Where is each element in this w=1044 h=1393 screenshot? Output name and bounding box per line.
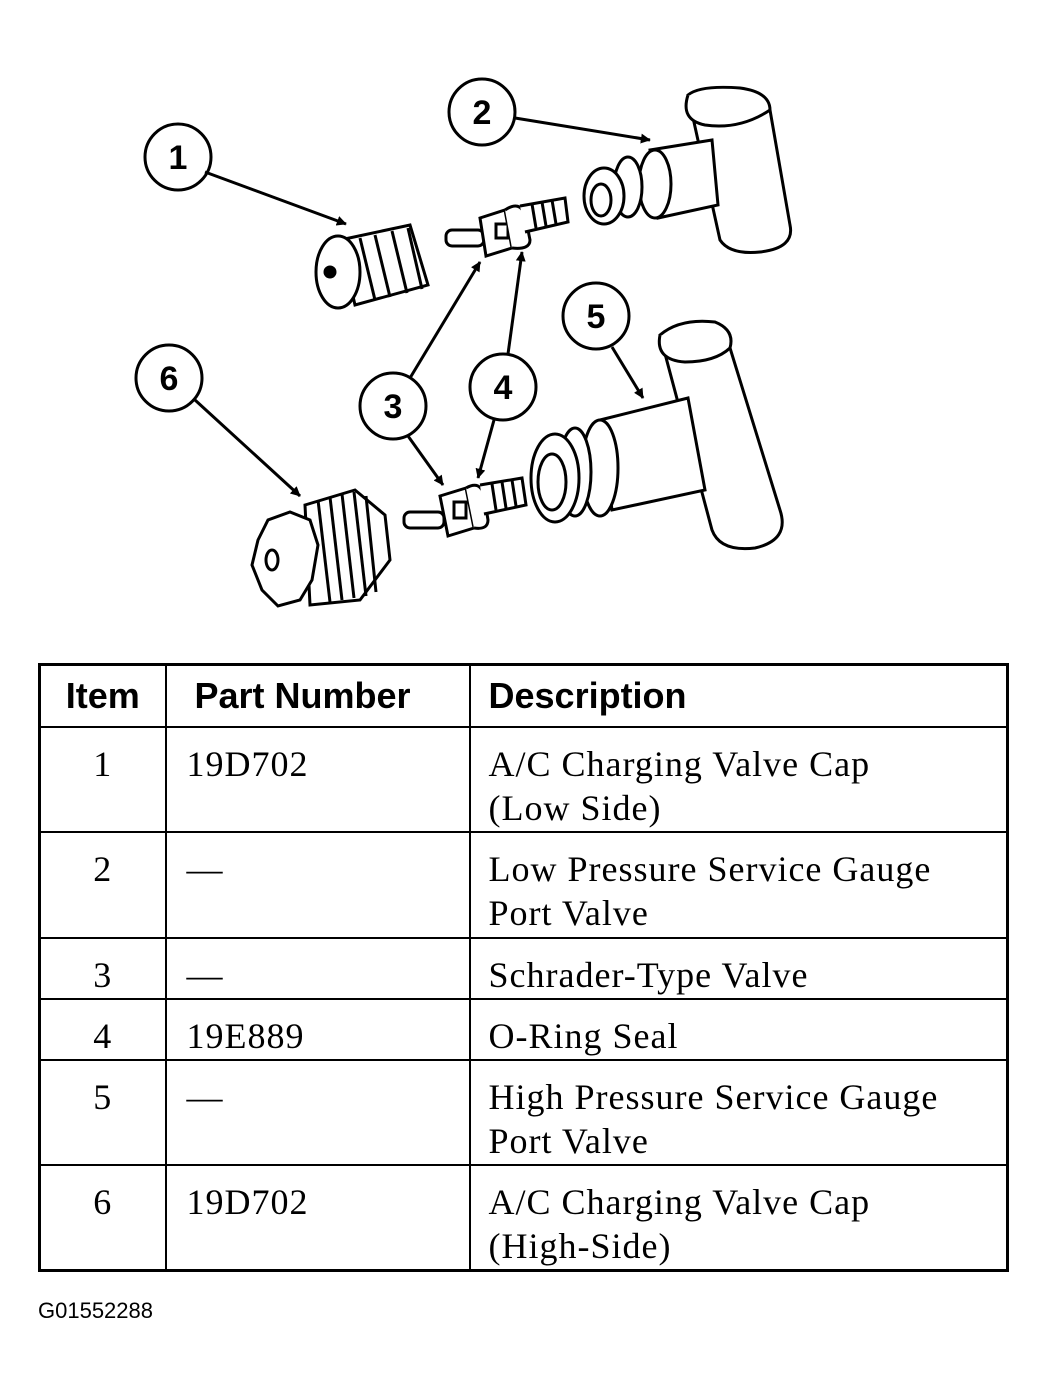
schrader-valve-bottom-drawing xyxy=(402,476,528,538)
row-item: 1 xyxy=(38,725,167,834)
row-description: O-Ring Seal xyxy=(468,997,1009,1061)
row-item: 6 xyxy=(38,1164,167,1272)
row-description: Low Pressure Service Gauge Port Valve xyxy=(468,831,1009,939)
table-row: 3 — Schrader-Type Valve xyxy=(38,936,1009,1000)
figure-code: G01552288 xyxy=(38,1298,153,1323)
schrader-valve-top-drawing xyxy=(444,196,570,258)
description-line: (High-Side) xyxy=(488,1226,672,1267)
description-line: A/C Charging Valve Cap xyxy=(488,1182,871,1223)
header-part-number: Part Number xyxy=(164,663,471,728)
callout-1-label: 1 xyxy=(169,139,188,177)
callout-4-label: 4 xyxy=(494,369,513,407)
row-description: Schrader-Type Valve xyxy=(468,936,1009,1000)
row-part-number: 19D702 xyxy=(164,725,471,834)
description-line: Port Valve xyxy=(488,893,649,934)
exploded-parts-illustration: 1 2 3 4 5 6 xyxy=(134,77,793,608)
row-item: 4 xyxy=(38,997,167,1061)
description-line: Schrader-Type Valve xyxy=(488,954,809,995)
header-item: Item xyxy=(38,663,167,728)
row-item: 2 xyxy=(38,831,167,939)
callout-2-label: 2 xyxy=(473,94,492,132)
row-part-number: 19E889 xyxy=(164,997,471,1061)
table-row: 6 19D702 A/C Charging Valve Cap (High-Si… xyxy=(38,1164,1009,1272)
callout-2: 2 xyxy=(447,77,651,147)
row-item: 3 xyxy=(38,936,167,1000)
description-line: O-Ring Seal xyxy=(488,1015,679,1056)
callout-5-label: 5 xyxy=(587,298,606,336)
callout-5: 5 xyxy=(561,281,645,399)
table-row: 4 19E889 O-Ring Seal xyxy=(38,997,1009,1061)
row-item: 5 xyxy=(38,1058,167,1167)
table-row: 2 — Low Pressure Service Gauge Port Valv… xyxy=(38,831,1009,939)
low-side-cap-drawing xyxy=(314,223,430,310)
row-description: High Pressure Service Gauge Port Valve xyxy=(468,1058,1009,1167)
high-side-cap-drawing xyxy=(250,488,392,608)
row-part-number: — xyxy=(164,936,471,1000)
header-description: Description xyxy=(468,663,1009,728)
callout-3-label: 3 xyxy=(384,388,403,426)
callout-1: 1 xyxy=(143,122,347,226)
callout-4: 4 xyxy=(468,251,538,479)
low-pressure-port-valve-drawing xyxy=(582,85,793,254)
row-part-number: — xyxy=(164,1058,471,1167)
table-row: 5 — High Pressure Service Gauge Port Val… xyxy=(38,1058,1009,1167)
description-line: Port Valve xyxy=(488,1120,649,1161)
table-header-row: Item Part Number Description xyxy=(38,663,1009,728)
table-row: 1 19D702 A/C Charging Valve Cap (Low Sid… xyxy=(38,725,1009,834)
callout-3: 3 xyxy=(358,261,482,486)
description-line: A/C Charging Valve Cap xyxy=(488,744,871,784)
callout-6: 6 xyxy=(134,343,302,498)
description-line: (Low Side) xyxy=(488,788,662,828)
high-pressure-port-valve-drawing xyxy=(529,319,784,551)
row-description: A/C Charging Valve Cap (Low Side) xyxy=(468,725,1009,834)
row-description: A/C Charging Valve Cap (High-Side) xyxy=(468,1164,1009,1272)
description-line: Low Pressure Service Gauge xyxy=(488,849,932,890)
callout-6-label: 6 xyxy=(160,360,179,398)
description-line: High Pressure Service Gauge xyxy=(488,1076,939,1117)
parts-table: Item Part Number Description 1 19D702 A/… xyxy=(38,663,1009,1272)
row-part-number: 19D702 xyxy=(164,1164,471,1272)
row-part-number: — xyxy=(164,831,471,939)
